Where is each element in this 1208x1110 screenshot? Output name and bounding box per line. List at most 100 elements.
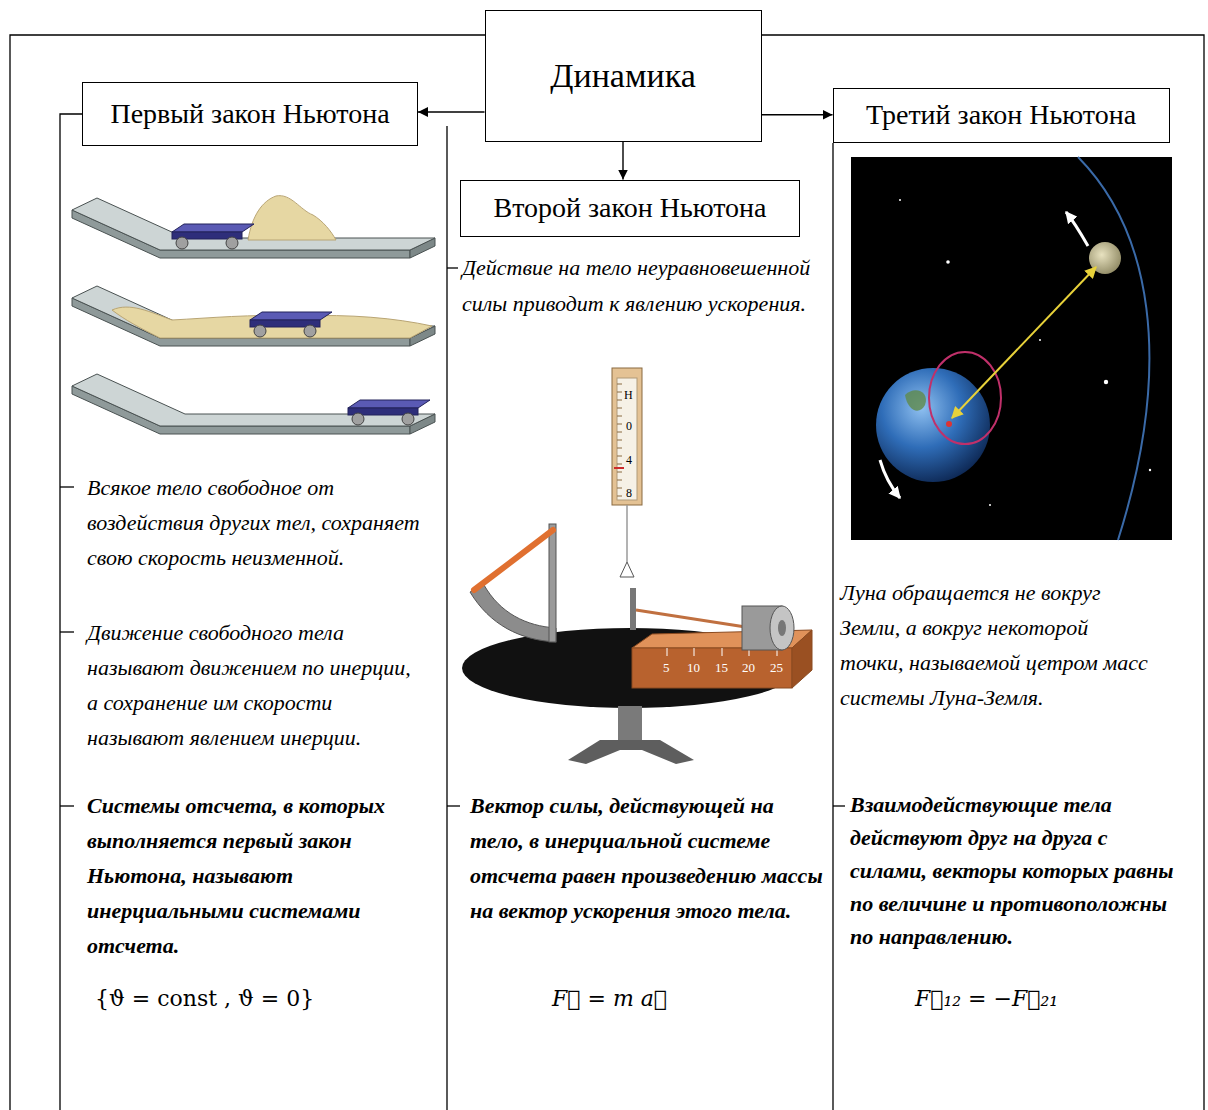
scale-number: 8 [626, 486, 632, 500]
table [618, 706, 642, 744]
scale-unit: Н [624, 388, 633, 402]
law-note: Луна обращается не вокруг Земли, а вокру… [840, 575, 1155, 715]
space-picture [905, 390, 926, 410]
frame-line [10, 35, 485, 1110]
cart [250, 312, 332, 337]
ruler-number: 5 [663, 660, 670, 675]
dynamometer [617, 408, 622, 409]
dynamometer [617, 416, 622, 417]
thread [636, 610, 752, 628]
list-tick [60, 268, 845, 806]
law-box: Третий закон Ньютона [833, 88, 1170, 143]
list-tick [833, 805, 845, 806]
space-picture [851, 157, 1172, 540]
cart [348, 400, 430, 408]
law-statement: Взаимодействующие тела действуют друг на… [850, 788, 1185, 953]
cart [402, 413, 414, 425]
dynamometer [614, 467, 624, 469]
roller [742, 606, 794, 650]
dynamometer [617, 432, 622, 433]
wooden-block [792, 630, 812, 688]
space-picture [1066, 212, 1088, 246]
protractor [549, 524, 556, 642]
cart [254, 325, 266, 337]
space-picture [899, 199, 901, 201]
frame-line [832, 143, 833, 1110]
law-box: Первый закон Ньютона [82, 82, 418, 146]
dynamometer [617, 424, 622, 425]
space-picture [1078, 157, 1149, 540]
box-title: Первый закон Ньютона [110, 98, 389, 130]
box-title: Второй закон Ньютона [494, 192, 767, 224]
scale-number: 4 [626, 453, 632, 467]
roller [778, 620, 786, 636]
law-statement: Системы отсчета, в которых выполняется п… [87, 788, 432, 963]
inclined-track [72, 198, 435, 250]
dynamometer [617, 448, 622, 449]
dynamometer [617, 392, 622, 393]
cart [352, 413, 364, 425]
ruler-number: 10 [687, 660, 700, 675]
wooden-block [667, 648, 668, 656]
space-picture [1149, 469, 1151, 471]
ruler-number: 15 [715, 660, 728, 675]
dynamometer [617, 480, 622, 481]
arrow-connector [418, 111, 485, 112]
list-tick [60, 805, 74, 806]
frame-line [10, 35, 1204, 1110]
roller [770, 606, 794, 650]
space-picture [876, 368, 990, 482]
cart [226, 237, 238, 249]
frame-line [60, 114, 82, 1110]
box-title: Динамика [550, 56, 695, 95]
dynamometer [612, 368, 642, 505]
space-picture [946, 421, 952, 427]
dynamometer [626, 505, 628, 562]
frame-line [446, 126, 447, 1110]
dynamometer [617, 440, 622, 441]
ruler-number: 20 [742, 660, 755, 675]
law-note: Действие на тело неуравновешенной силы п… [462, 250, 822, 322]
dynamometer [617, 384, 622, 496]
cart [304, 325, 316, 337]
space-picture [952, 267, 1096, 418]
space-picture [989, 504, 991, 506]
dynamometer [617, 456, 622, 457]
protractor [474, 530, 553, 590]
table [568, 740, 694, 764]
dynamometer [617, 464, 622, 465]
law-note: Всякое тело свободное от воздействия дру… [87, 470, 422, 575]
formula: {ϑ = const , ϑ = 0} [95, 985, 314, 1013]
inclined-track [248, 196, 336, 240]
space-picture [1039, 339, 1041, 341]
dynamometer [617, 472, 622, 473]
wooden-block [722, 648, 723, 656]
space-picture [946, 260, 950, 264]
dynamometer [617, 488, 622, 489]
formula: F⃗₁₂ = −F⃗₂₁ [915, 985, 1058, 1013]
scale-number: 0 [626, 419, 632, 433]
law-statement: Вектор силы, действующей на тело, в инер… [470, 788, 825, 928]
inclined-track [72, 374, 435, 434]
inclined-track [72, 196, 435, 258]
space-picture [929, 352, 1001, 444]
arrow-connector [762, 114, 833, 115]
list-tick [60, 631, 74, 632]
space-picture [1104, 380, 1108, 384]
cart [172, 224, 254, 232]
arrow-connector [622, 142, 623, 180]
dynamometer [620, 562, 634, 577]
cart [172, 224, 254, 249]
cart [250, 312, 332, 320]
cart [176, 237, 188, 249]
inclined-track [112, 307, 432, 338]
frame-line [762, 35, 1204, 1110]
protractor [470, 585, 556, 642]
space-picture [851, 157, 1172, 540]
box-title: Третий закон Ньютона [866, 99, 1136, 131]
dynamometer [612, 368, 642, 577]
cart [348, 400, 430, 425]
dynamometer [617, 400, 622, 401]
